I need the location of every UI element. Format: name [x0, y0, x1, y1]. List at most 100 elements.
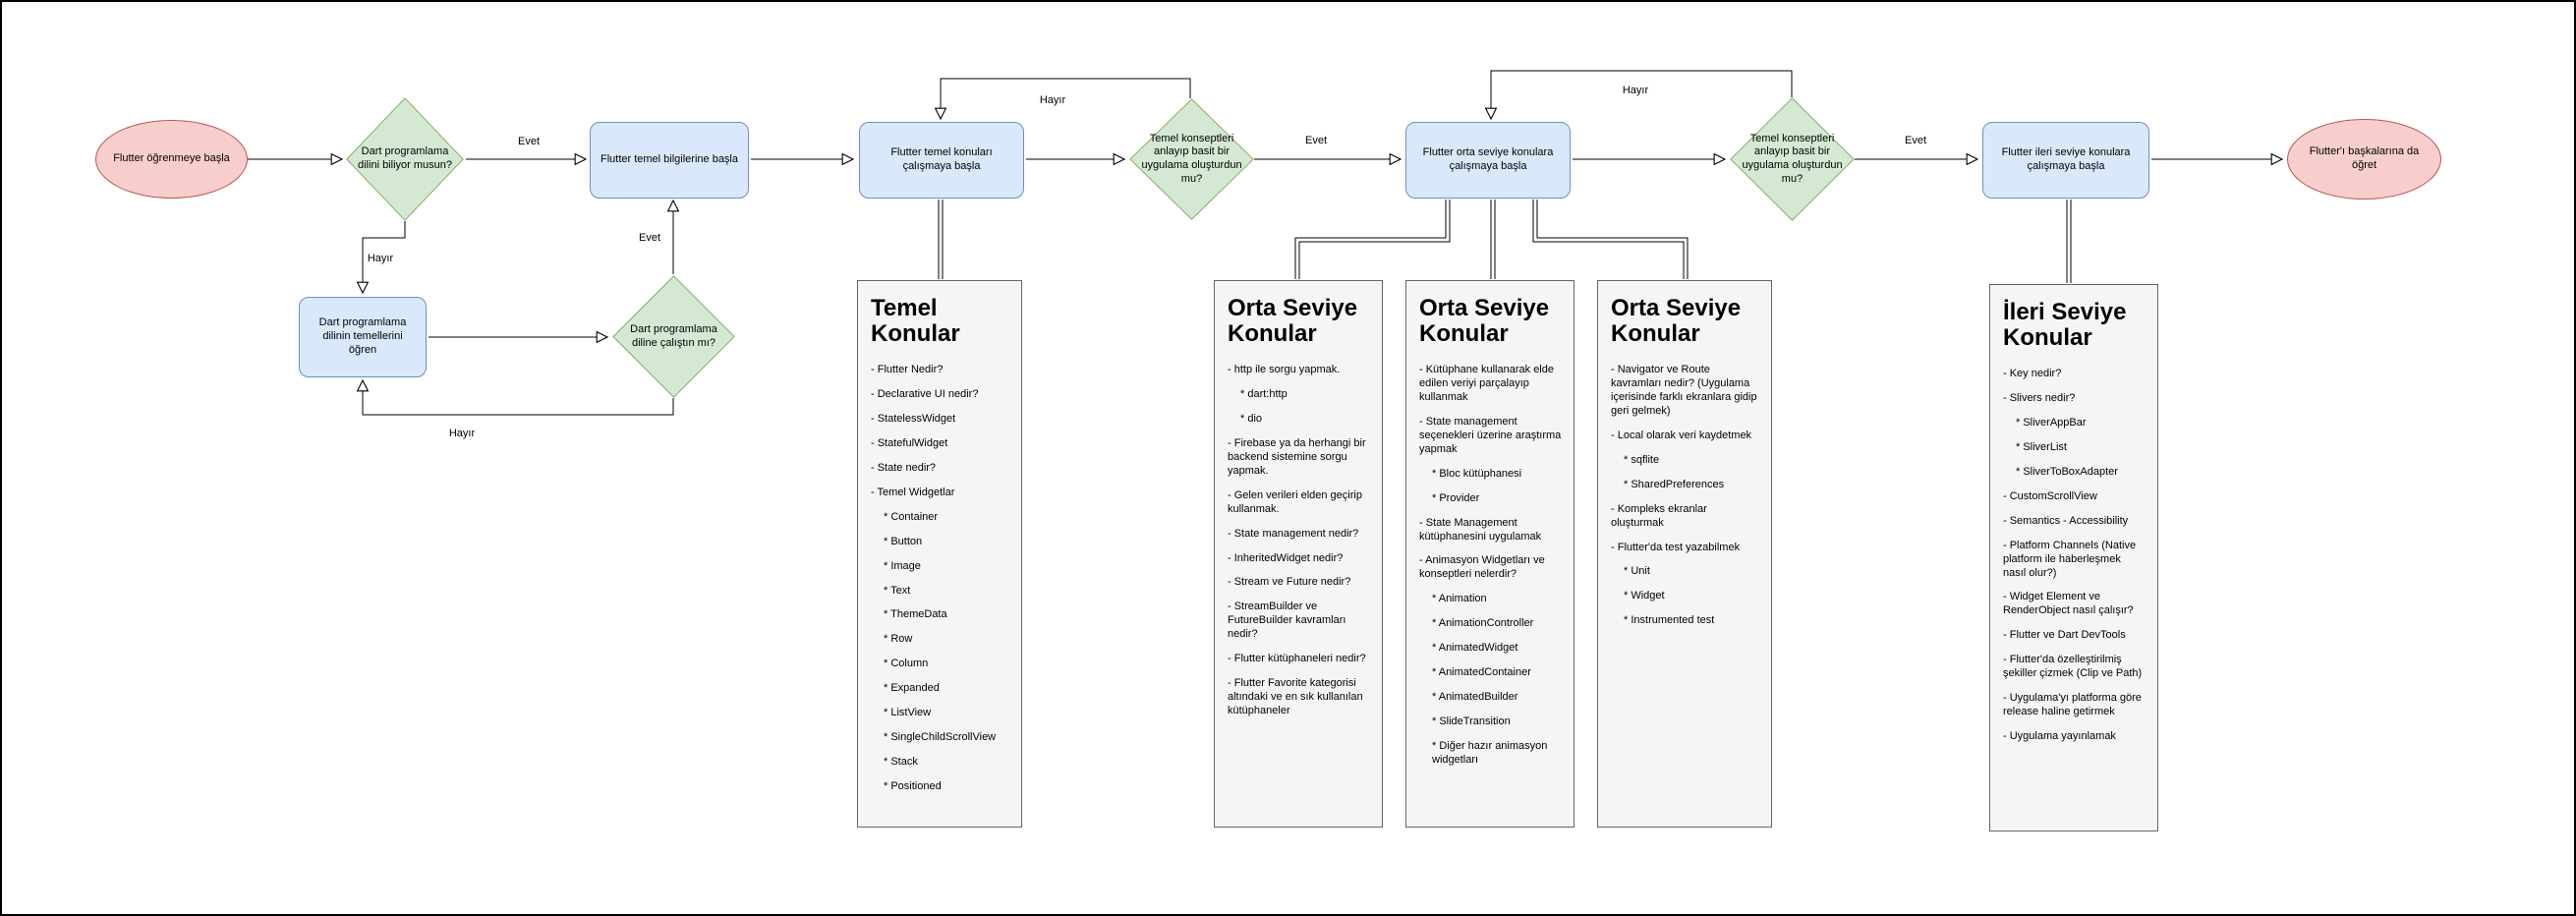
list-item: * Container: [884, 510, 939, 523]
diamond-shape: [1129, 98, 1254, 220]
node-decision-concepts-1: Temel konseptleri anlayıp basit bir uygu…: [1129, 98, 1254, 220]
node-label: Flutter'ı başkalarına da öğret: [2309, 145, 2420, 171]
list-item: - Key nedir?: [2003, 367, 2062, 379]
list-item: - Uygulama'yı platforma göre release hal…: [2003, 692, 2142, 718]
list-item: - Flutter'da özelleştirilmiş şekiller çi…: [2003, 654, 2143, 680]
list-item: - Flutter Favorite kategorisi altındaki …: [1228, 677, 1363, 717]
list-item: * SliverAppBar: [2016, 416, 2087, 429]
list-temel-konular: Temel Konular - Flutter Nedir?- Declarat…: [857, 280, 1022, 828]
list-item: - Flutter ve Dart DevTools: [2003, 629, 2126, 642]
list-item: * AnimationController: [1432, 617, 1534, 630]
node-label: Flutter temel konuları çalışmaya başla: [890, 146, 993, 172]
list-item: - Navigator ve Route kavramları nedir? (…: [1611, 363, 1757, 417]
list-item: - http ile sorgu yapmak.: [1228, 363, 1341, 375]
edge-know-dart-no-to-learn-dart: [363, 221, 406, 293]
list-item: * AnimatedContainer: [1432, 666, 1531, 679]
list-item: * Instrumented test: [1624, 614, 1715, 627]
edge-studied-dart-no-loop: [363, 380, 674, 416]
list-items: - http ile sorgu yapmak.* dart:http* dio…: [1228, 364, 1370, 718]
list-title: İleri Seviye Konular: [2003, 299, 2127, 352]
edge-label-yes: Evet: [1901, 135, 1930, 146]
link-mid-topics-to-list1: [1294, 200, 1451, 279]
node-label: Flutter temel bilgilerine başla: [600, 153, 738, 166]
list-item: * Column: [884, 658, 929, 670]
node-process-basic-topics: Flutter temel konuları çalışmaya başla: [859, 122, 1024, 199]
list-orta-seviye-1: Orta Seviye Konular - http ile sorgu yap…: [1214, 280, 1383, 828]
list-item: * SharedPreferences: [1624, 478, 1725, 490]
edge-label-no: Hayır: [364, 253, 397, 264]
node-decision-know-dart: Dart programlama dilini biliyor musun?: [346, 97, 464, 221]
edge-label-yes: Evet: [514, 136, 544, 147]
list-items: - Kütüphane kullanarak elde edilen veriy…: [1419, 364, 1562, 768]
list-item: * Stack: [884, 756, 918, 769]
list-item: * dio: [1240, 412, 1263, 425]
list-item: * Text: [884, 584, 911, 597]
list-title: Orta Seviye Konular: [1419, 295, 1550, 348]
list-item: - CustomScrollView: [2003, 489, 2097, 502]
link-mid-topics-to-list3: [1532, 200, 1689, 279]
list-item: - Declarative UI nedir?: [871, 387, 979, 400]
list-item: - State management nedir?: [1228, 527, 1359, 540]
list-item: - StatefulWidget: [871, 436, 948, 449]
list-item: * sqflite: [1624, 453, 1660, 466]
list-item: - Kompleks ekranlar oluşturmak: [1611, 502, 1707, 529]
list-ileri-seviye: İleri Seviye Konular - Key nedir? - Slive…: [1989, 284, 2158, 831]
node-label: Dart programlama dilinin temellerini öğr…: [318, 316, 407, 356]
list-item: * SingleChildScrollView: [884, 731, 997, 744]
list-item: - State management seçenekleri üzerine a…: [1419, 415, 1562, 455]
list-orta-seviye-2: Orta Seviye Konular - Kütüphane kullanar…: [1405, 280, 1574, 828]
list-item: * Animation: [1432, 593, 1487, 605]
node-label: Temel konseptleri anlayıp basit bir uygu…: [1141, 132, 1242, 185]
edge-label-yes: Evet: [635, 232, 664, 244]
list-item: * ListView: [884, 707, 932, 719]
list-item: * Widget: [1624, 590, 1665, 602]
node-process-learn-dart: Dart programlama dilinin temellerini öğr…: [299, 297, 427, 377]
list-item: - Semantics - Accessibility: [2003, 514, 2129, 527]
edge-concepts2-no-loop: [1491, 70, 1793, 119]
list-item: - Gelen verileri elden geçirip kullanmak…: [1228, 488, 1362, 515]
node-decision-concepts-2: Temel konseptleri anlayıp basit bir uygu…: [1730, 97, 1855, 221]
list-item: - State nedir?: [871, 461, 937, 474]
node-label: Temel konseptleri anlayıp basit bir uygu…: [1742, 132, 1843, 185]
list-title: Orta Seviye Konular: [1611, 295, 1742, 348]
list-item: * Image: [884, 559, 921, 572]
list-item: * Expanded: [884, 682, 940, 695]
list-item: - StatelessWidget: [871, 412, 956, 425]
list-items: - Navigator ve Route kavramları nedir? (…: [1611, 364, 1759, 629]
list-item: - Firebase ya da herhangi bir backend si…: [1228, 436, 1366, 477]
list-item: - Uygulama yayınlamak: [2003, 730, 2116, 743]
node-process-flutter-basics: Flutter temel bilgilerine başla: [590, 122, 749, 199]
list-item: - State Management kütüphanesini uygulam…: [1419, 516, 1542, 543]
list-item: * Button: [884, 535, 923, 547]
list-items: - Flutter Nedir?- Declarative UI nedir?-…: [871, 364, 1009, 794]
list-item: - Kütüphane kullanarak elde edilen veriy…: [1419, 363, 1554, 403]
list-item: - Flutter kütüphaneleri nedir?: [1228, 653, 1366, 665]
list-item: - Slivers nedir?: [2003, 391, 2076, 404]
list-item: * ThemeData: [884, 608, 947, 621]
node-decision-studied-dart: Dart programlama diline çalıştın mı?: [612, 275, 735, 398]
edge-label-no: Hayır: [445, 428, 479, 439]
edge-concepts1-no-loop: [941, 78, 1191, 119]
list-title: Temel Konular: [871, 295, 960, 348]
list-item: * SlideTransition: [1432, 716, 1511, 728]
list-item: * Provider: [1432, 491, 1480, 504]
node-label: Dart programlama dilini biliyor musun?: [358, 145, 452, 171]
list-item: - Widget Element ve RenderObject nasıl ç…: [2003, 591, 2134, 617]
edge-label-no: Hayır: [1036, 94, 1069, 106]
node-process-mid-topics: Flutter orta seviye konulara çalışmaya b…: [1405, 122, 1571, 199]
node-label: Flutter öğrenmeye başla: [113, 152, 230, 165]
edge-label-yes: Evet: [1301, 135, 1331, 146]
list-items: - Key nedir? - Slivers nedir? * SliverAppB…: [2003, 368, 2146, 744]
node-start-terminal: Flutter öğrenmeye başla: [95, 120, 248, 199]
diamond-shape: [346, 97, 464, 221]
list-orta-seviye-3: Orta Seviye Konular - Navigator ve Route…: [1597, 280, 1772, 828]
list-item: - Animasyon Widgetları ve konseptleri ne…: [1419, 554, 1545, 581]
list-item: * Diğer hazır animasyon widgetları: [1432, 740, 1548, 767]
list-item: - Flutter'da test yazabilmek: [1611, 541, 1741, 553]
list-item: - Platform Channels (Native platform ile…: [2003, 539, 2137, 579]
list-item: * Row: [884, 633, 913, 646]
list-item: - Temel Widgetlar: [871, 486, 955, 498]
list-item: * Bloc kütüphanesi: [1432, 467, 1522, 480]
list-item: - Local olarak veri kaydetmek: [1611, 429, 1752, 441]
